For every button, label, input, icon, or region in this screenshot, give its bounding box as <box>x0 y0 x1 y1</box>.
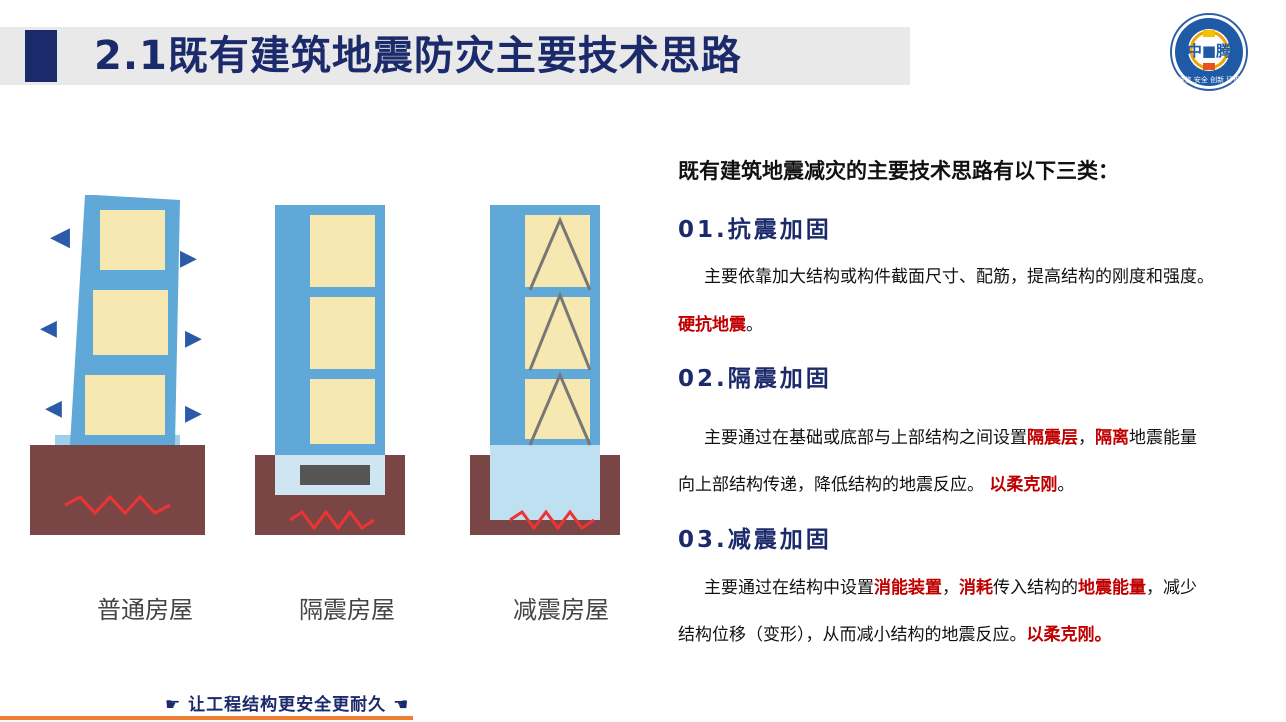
highlight: 隔震层 <box>1027 428 1078 448</box>
text: 主要通过在结构中设置 <box>704 578 874 598</box>
section-heading-02: 02.隔震加固 <box>678 366 832 392</box>
section-03-line-2: 结构位移（变形），从而减小结构的地震反应。以柔克刚。 <box>678 620 1112 645</box>
page-title: 2.1既有建筑地震防灾主要技术思路 <box>94 33 742 79</box>
svg-text:诚信 安全 创新 环保: 诚信 安全 创新 环保 <box>1178 75 1241 84</box>
section-02-line-1: 主要通过在基础或底部与上部结构之间设置隔震层，隔离地震能量 <box>678 423 1197 448</box>
svg-text:◀: ◀ <box>45 396 62 421</box>
section-01-body: 主要依靠加大结构或构件截面尺寸、配筋，提高结构的刚度和强度。 <box>704 267 1214 287</box>
footer-accent-line <box>0 716 413 720</box>
caption-isolated-building: 隔震房屋 <box>299 596 395 624</box>
text: 结构位移（变形），从而减小结构的地震反应。 <box>678 625 1027 645</box>
svg-text:◀: ◀ <box>50 222 70 252</box>
footer-slogan: ☛ 让工程结构更安全更耐久 ☚ <box>165 695 410 715</box>
highlight: 消耗 <box>959 578 993 598</box>
highlight: 以柔克刚。 <box>1026 625 1112 645</box>
section-03-line-1: 主要通过在结构中设置消能装置，消耗传入结构的地震能量，减少 <box>678 573 1197 598</box>
highlight: 隔离 <box>1095 428 1129 448</box>
caption-ordinary-building: 普通房屋 <box>97 596 193 624</box>
ordinary-building: ◀ ▶ ◀ ▶ ◀ ▶ <box>30 195 205 535</box>
company-logo: 中■腾 诚信 安全 创新 环保 <box>1170 13 1248 91</box>
text: 主要通过在基础或底部与上部结构之间设置 <box>704 428 1027 448</box>
section-heading-03: 03.减震加固 <box>678 527 832 553</box>
highlight: 以柔克刚 <box>989 475 1058 495</box>
text: 传入结构的 <box>993 578 1078 598</box>
text: 向上部结构传递，降低结构的地震反应。 <box>678 475 990 495</box>
highlight: 消能装置 <box>874 578 942 598</box>
title-bar <box>0 27 910 85</box>
text: 。 <box>746 315 763 335</box>
svg-text:▶: ▶ <box>185 326 202 351</box>
building-illustrations: ◀ ▶ ◀ ▶ ◀ ▶ <box>30 195 620 535</box>
svg-text:▶: ▶ <box>180 246 197 271</box>
highlight: 硬抗地震 <box>678 315 746 335</box>
text: 。 <box>1057 475 1075 495</box>
svg-text:◀: ◀ <box>40 316 57 341</box>
highlight: 地震能量 <box>1078 578 1146 598</box>
title-accent-block <box>25 30 57 82</box>
text: 地震能量 <box>1129 428 1197 448</box>
lead-text: 既有建筑地震减灾的主要技术思路有以下三类： <box>678 159 1119 183</box>
text: ， <box>1078 428 1095 448</box>
section-01-conclusion: 硬抗地震。 <box>678 310 763 335</box>
isolated-building <box>255 205 405 535</box>
svg-text:▶: ▶ <box>185 401 202 426</box>
section-02-line-2: 向上部结构传递，降低结构的地震反应。 以柔克刚。 <box>678 470 1074 495</box>
text: ，减少 <box>1146 578 1197 598</box>
text: ， <box>942 578 959 598</box>
section-heading-01: 01.抗震加固 <box>678 217 832 243</box>
damped-building <box>470 205 620 535</box>
caption-damped-building: 减震房屋 <box>513 596 609 624</box>
svg-text:中■腾: 中■腾 <box>1187 42 1232 60</box>
